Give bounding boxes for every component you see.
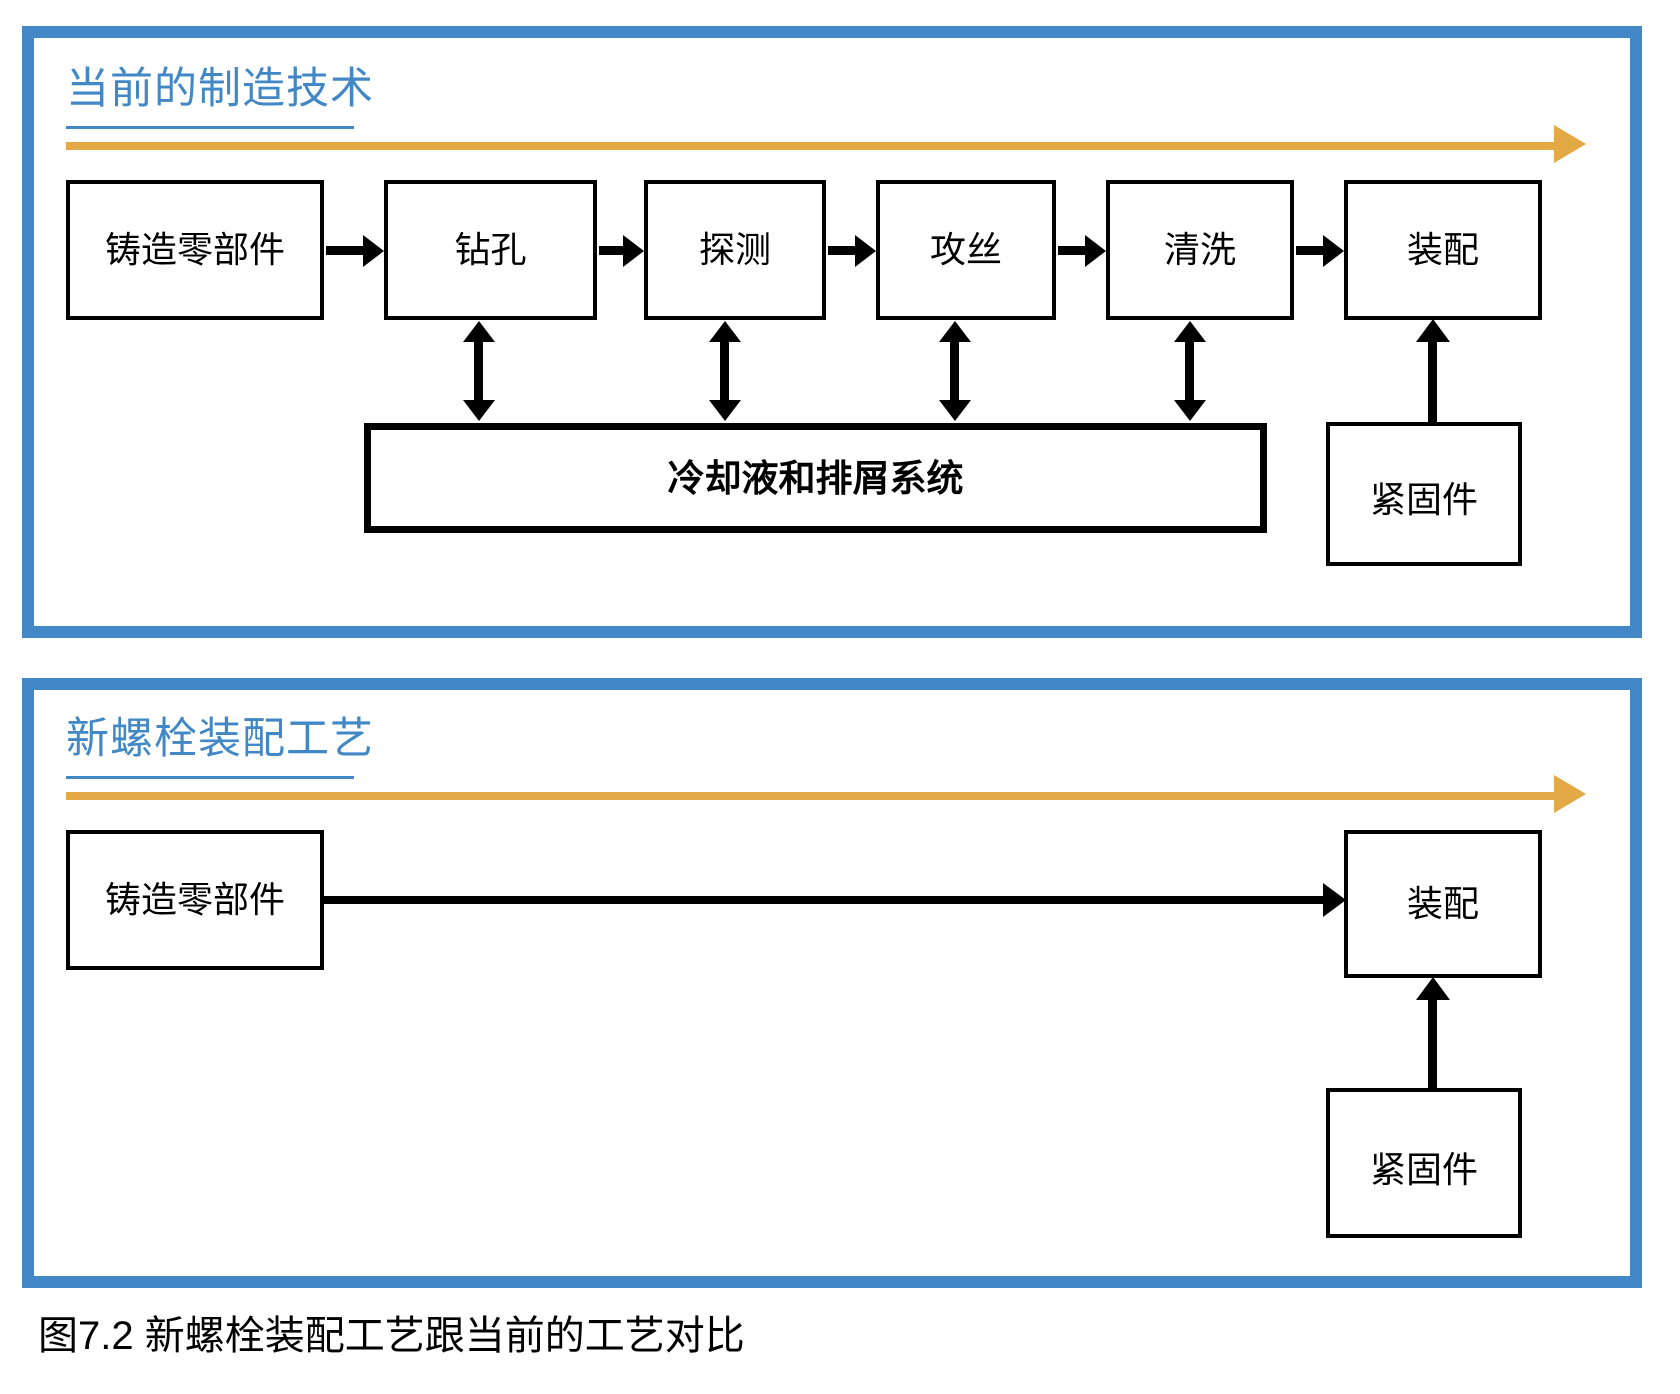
fastener-feed-arrow-new <box>1428 998 1437 1090</box>
coolant-link-tapping <box>950 340 959 402</box>
process-box-probing[interactable]: 探测 <box>644 180 826 320</box>
process-box-cleaning[interactable]: 清洗 <box>1106 180 1294 320</box>
process-box-tapping[interactable]: 攻丝 <box>876 180 1056 320</box>
flow-arrow-casting-to-drilling <box>326 246 364 255</box>
coolant-link-cleaning <box>1185 340 1194 402</box>
panel-new-bolt-assembly: 新螺栓装配工艺 铸造零部件 装配 紧固件 <box>22 678 1642 1288</box>
process-box-assembly-new-label: 装配 <box>1406 883 1479 924</box>
panel-current-title: 当前的制造技术 <box>66 65 374 113</box>
flow-arrow-tapping-to-cleaning <box>1058 246 1086 255</box>
support-box-coolant-chip-system-label: 冷却液和排屑系统 <box>667 457 964 499</box>
input-box-fasteners-new[interactable]: 紧固件 <box>1326 1088 1522 1238</box>
flow-arrow-probing-to-tapping <box>828 246 856 255</box>
process-box-assembly-label: 装配 <box>1406 229 1479 270</box>
panel-new-timeline-arrow-head <box>1554 775 1586 813</box>
process-box-casting-label: 铸造零部件 <box>104 229 285 270</box>
process-box-drilling-label: 钻孔 <box>454 229 527 270</box>
process-box-assembly-new[interactable]: 装配 <box>1344 830 1542 978</box>
process-box-casting-new-label: 铸造零部件 <box>104 879 285 920</box>
process-box-cleaning-label: 清洗 <box>1163 229 1236 270</box>
process-box-probing-label: 探测 <box>698 229 771 270</box>
coolant-link-probing <box>720 340 729 402</box>
panel-new-title-underline <box>66 776 354 779</box>
support-box-coolant-chip-system[interactable]: 冷却液和排屑系统 <box>364 423 1267 533</box>
panel-current-title-underline <box>66 126 354 129</box>
process-box-assembly[interactable]: 装配 <box>1344 180 1542 320</box>
process-box-casting-new[interactable]: 铸造零部件 <box>66 830 324 970</box>
panel-current-timeline-arrow-track <box>66 142 1556 150</box>
input-box-fasteners-current[interactable]: 紧固件 <box>1326 422 1522 566</box>
flow-arrow-casting-to-assembly-new <box>324 896 1324 904</box>
panel-new-timeline-arrow-track <box>66 792 1556 800</box>
panel-current-manufacturing: 当前的制造技术 铸造零部件 钻孔 探测 攻丝 清洗 装配 冷却液和排屑系统 紧固… <box>22 26 1642 638</box>
process-box-casting[interactable]: 铸造零部件 <box>66 180 324 320</box>
fastener-feed-arrow-current <box>1428 340 1437 422</box>
input-box-fasteners-current-label: 紧固件 <box>1369 479 1478 520</box>
flow-arrow-drilling-to-probing <box>599 246 624 255</box>
figure-caption: 图7.2 新螺栓装配工艺跟当前的工艺对比 <box>38 1314 745 1358</box>
panel-current-timeline-arrow-head <box>1554 125 1586 163</box>
process-box-drilling[interactable]: 钻孔 <box>384 180 597 320</box>
input-box-fasteners-new-label: 紧固件 <box>1369 1149 1478 1190</box>
flow-arrow-cleaning-to-assembly <box>1296 246 1324 255</box>
coolant-link-drilling <box>474 340 483 402</box>
process-box-tapping-label: 攻丝 <box>929 229 1002 270</box>
panel-new-title: 新螺栓装配工艺 <box>66 715 374 763</box>
